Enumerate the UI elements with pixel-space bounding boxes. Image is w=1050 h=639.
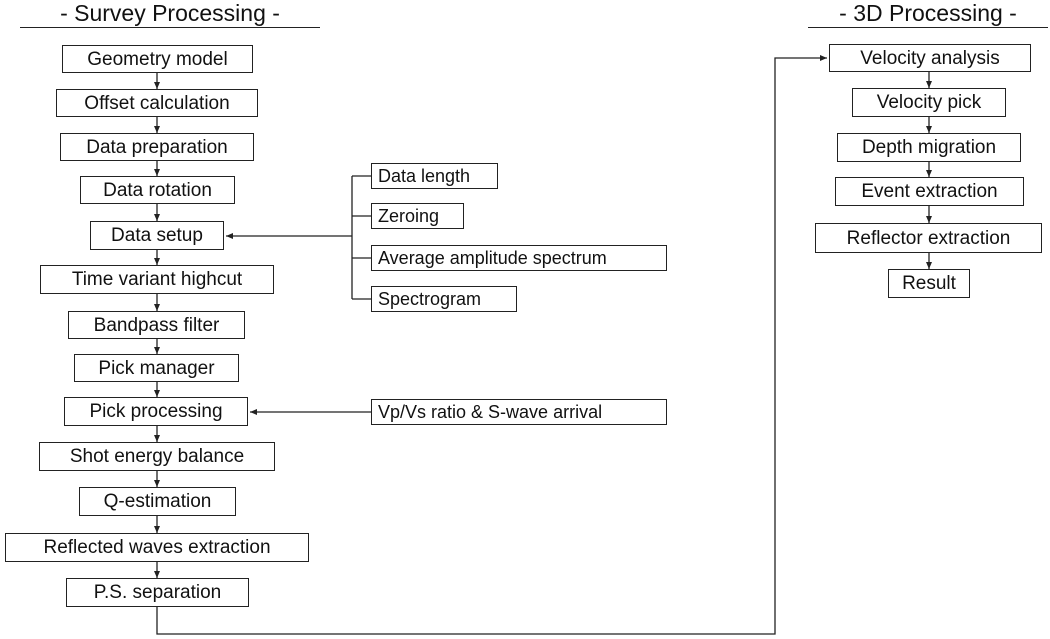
input-vpvs-ratio-swave-arrival: Vp/Vs ratio & S-wave arrival	[371, 399, 667, 425]
step-geometry-model: Geometry model	[62, 45, 253, 73]
step-data-setup: Data setup	[90, 221, 224, 250]
option-average-amplitude-spectrum: Average amplitude spectrum	[371, 245, 667, 271]
step-ps-separation: P.S. separation	[66, 578, 249, 607]
step-shot-energy-balance: Shot energy balance	[39, 442, 275, 471]
step-time-variant-highcut: Time variant highcut	[40, 265, 274, 294]
step-result: Result	[888, 269, 970, 298]
option-spectrogram: Spectrogram	[371, 286, 517, 312]
step-offset-calculation: Offset calculation	[56, 89, 258, 117]
step-velocity-pick: Velocity pick	[852, 88, 1006, 117]
step-depth-migration: Depth migration	[837, 133, 1021, 162]
step-q-estimation: Q-estimation	[79, 487, 236, 516]
survey-heading-rule	[20, 27, 320, 28]
step-reflected-waves-extraction: Reflected waves extraction	[5, 533, 309, 562]
link-survey-to-3d	[156, 55, 827, 635]
option-zeroing: Zeroing	[371, 203, 464, 229]
step-bandpass-filter: Bandpass filter	[68, 311, 245, 339]
3d-processing-heading: - 3D Processing -	[839, 0, 1017, 26]
step-data-rotation: Data rotation	[80, 176, 235, 204]
3d-heading-rule	[808, 27, 1048, 28]
step-reflector-extraction: Reflector extraction	[815, 223, 1042, 253]
step-data-preparation: Data preparation	[60, 133, 254, 161]
step-pick-processing: Pick processing	[64, 397, 248, 426]
step-pick-manager: Pick manager	[74, 354, 239, 382]
step-velocity-analysis: Velocity analysis	[829, 44, 1031, 72]
step-event-extraction: Event extraction	[835, 177, 1024, 206]
survey-processing-heading: - Survey Processing -	[60, 0, 280, 26]
option-data-length: Data length	[371, 163, 498, 189]
